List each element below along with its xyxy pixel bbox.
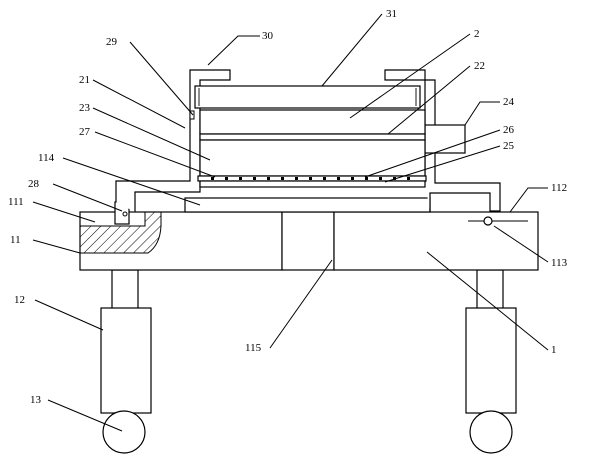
label-11: 11	[10, 234, 21, 246]
left-leg-assembly	[100, 269, 152, 454]
slide-knob	[483, 216, 493, 226]
label-112: 112	[551, 182, 567, 194]
left-frame	[115, 69, 231, 212]
label-26: 26	[503, 124, 515, 136]
label-28: 28	[28, 178, 40, 190]
upper-housing	[189, 85, 427, 188]
upper-plate	[199, 133, 426, 141]
label-114: 114	[38, 152, 55, 164]
label-13: 13	[30, 394, 42, 406]
right-wheel	[469, 410, 513, 454]
right-frame	[384, 69, 501, 212]
label-27: 27	[79, 126, 91, 138]
drain-hole	[122, 211, 128, 217]
waste-trough	[79, 211, 162, 254]
label-21: 21	[79, 74, 90, 86]
label-111: 111	[8, 196, 24, 208]
label-30: 30	[262, 30, 274, 42]
left-leg-sleeve	[100, 307, 152, 414]
right-leg-assembly	[465, 269, 517, 454]
label-115: 115	[245, 342, 262, 354]
lower-plate	[199, 180, 426, 188]
left-wheel	[102, 410, 146, 454]
label-29: 29	[106, 36, 118, 48]
label-25: 25	[503, 140, 515, 152]
label-23: 23	[79, 102, 91, 114]
side-box	[424, 124, 466, 154]
label-24: 24	[503, 96, 515, 108]
base-center-gap	[281, 211, 335, 271]
left-upper-leg	[111, 269, 139, 311]
label-1: 1	[551, 344, 557, 356]
perforation-holes	[211, 177, 410, 180]
label-31: 31	[386, 8, 397, 20]
upper-chamber	[199, 109, 426, 135]
label-113: 113	[551, 257, 568, 269]
label-22: 22	[474, 60, 485, 72]
base-right-block	[333, 211, 539, 271]
right-upper-leg	[476, 269, 504, 311]
label-12: 12	[14, 294, 25, 306]
base-body	[79, 197, 539, 271]
small-latch	[189, 110, 195, 120]
support-frame	[115, 69, 501, 212]
work-platform	[184, 197, 431, 213]
part-labels: 31 29 30 2 21 22 23 24 27 26 25 114 28 1…	[8, 8, 568, 406]
leader-lines	[32, 13, 549, 432]
top-cover	[194, 85, 421, 109]
right-leg-sleeve	[465, 307, 517, 414]
label-2: 2	[474, 28, 480, 40]
middle-chamber	[199, 139, 426, 177]
